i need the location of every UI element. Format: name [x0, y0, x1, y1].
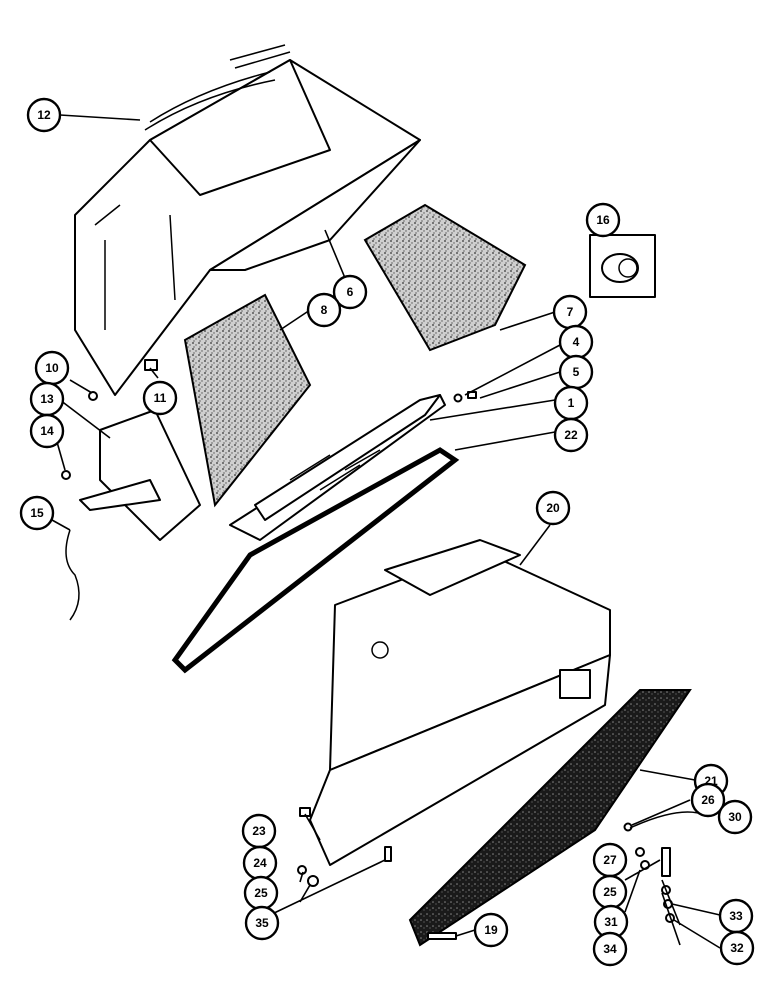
- svg-text:33: 33: [729, 909, 743, 923]
- svg-text:16: 16: [596, 213, 610, 227]
- washer-4: [453, 393, 463, 403]
- callout-23: 23: [241, 813, 277, 849]
- callout-31: 31: [593, 904, 629, 940]
- svg-text:6: 6: [347, 285, 354, 299]
- svg-text:13: 13: [40, 392, 54, 406]
- svg-text:19: 19: [484, 923, 498, 937]
- svg-text:20: 20: [546, 501, 560, 515]
- bolt-31: [661, 847, 671, 877]
- svg-text:30: 30: [728, 810, 742, 824]
- screw-14: [61, 470, 71, 480]
- svg-text:26: 26: [701, 793, 715, 807]
- filter-frame: [229, 394, 446, 541]
- callout-5: 5: [558, 354, 594, 390]
- callout-20: 20: [535, 490, 571, 526]
- plug-detail-box: [589, 234, 656, 298]
- base-housing: [309, 539, 611, 866]
- ground-strap-30: [629, 811, 706, 829]
- left-filter: [183, 293, 312, 508]
- callout-13: 13: [29, 381, 65, 417]
- bolt-23: [299, 807, 311, 817]
- wire-15: [65, 529, 80, 621]
- svg-text:23: 23: [252, 824, 266, 838]
- svg-text:12: 12: [37, 108, 51, 122]
- stud-35: [384, 846, 392, 862]
- svg-text:35: 35: [255, 916, 269, 930]
- callout-34: 34: [592, 931, 628, 967]
- callout-15: 15: [19, 495, 55, 531]
- callout-32: 32: [719, 930, 755, 966]
- callout-30: 30: [717, 799, 753, 835]
- access-door: [79, 409, 201, 541]
- callout-24: 24: [242, 845, 278, 881]
- hood-cover: [74, 59, 421, 396]
- callout-11: 11: [142, 380, 178, 416]
- nut-27: [635, 847, 645, 857]
- callout-12: 12: [26, 97, 62, 133]
- screw-19: [427, 932, 457, 940]
- callout-26: 26: [690, 782, 726, 818]
- callout-35: 35: [244, 905, 280, 941]
- svg-text:31: 31: [604, 915, 618, 929]
- callout-7: 7: [552, 294, 588, 330]
- svg-text:25: 25: [254, 886, 268, 900]
- right-filter: [363, 203, 527, 352]
- callout-19: 19: [473, 912, 509, 948]
- leader-lines: [51, 114, 721, 949]
- callout-25-right: 25: [592, 874, 628, 910]
- svg-text:15: 15: [30, 506, 44, 520]
- svg-text:10: 10: [45, 361, 59, 375]
- callout-1: 1: [553, 385, 589, 421]
- svg-text:4: 4: [573, 335, 580, 349]
- gasket: [171, 447, 460, 674]
- svg-text:25: 25: [603, 885, 617, 899]
- svg-text:5: 5: [573, 365, 580, 379]
- callout-22: 22: [553, 417, 589, 453]
- callout-6: 6: [332, 274, 368, 310]
- callout-27: 27: [592, 842, 628, 878]
- svg-text:14: 14: [40, 424, 54, 438]
- washer-25a: [307, 875, 319, 887]
- callout-25-left: 25: [243, 875, 279, 911]
- fastener-10: [88, 391, 98, 401]
- callout-14: 14: [29, 413, 65, 449]
- callout-8: 8: [306, 292, 342, 328]
- svg-text:24: 24: [253, 856, 267, 870]
- svg-text:27: 27: [603, 853, 617, 867]
- svg-text:7: 7: [567, 305, 574, 319]
- svg-text:1: 1: [568, 396, 575, 410]
- mounting-panel: [408, 689, 692, 947]
- svg-text:11: 11: [154, 391, 167, 405]
- svg-text:8: 8: [321, 303, 328, 317]
- seal-strip: [144, 44, 291, 131]
- callout-33: 33: [718, 898, 754, 934]
- callout-10: 10: [34, 350, 70, 386]
- svg-text:22: 22: [564, 428, 578, 442]
- svg-text:32: 32: [730, 941, 744, 955]
- svg-text:34: 34: [603, 942, 617, 956]
- callout-4: 4: [558, 324, 594, 360]
- callout-16: 16: [585, 202, 621, 238]
